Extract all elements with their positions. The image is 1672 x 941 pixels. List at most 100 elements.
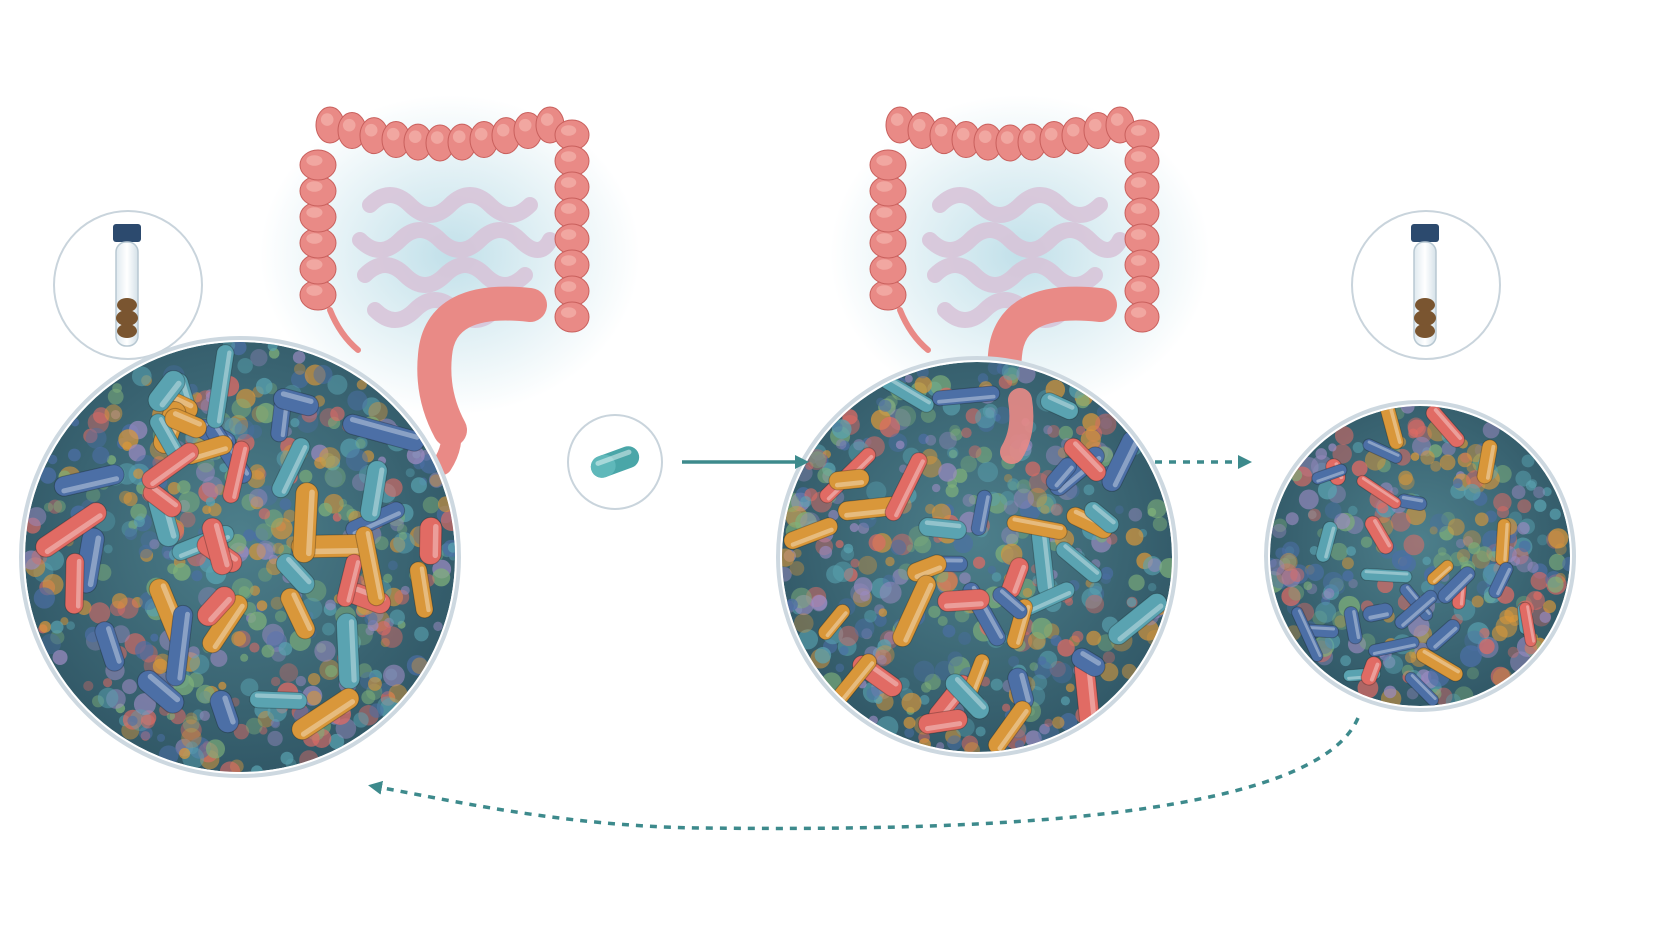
bacteria-cluster <box>290 418 300 428</box>
bacteria-cluster <box>839 440 850 451</box>
bacteria-cluster <box>1549 508 1561 520</box>
colon-segment-highlight <box>1130 177 1147 188</box>
bacteria-cluster <box>1285 512 1299 526</box>
colon-segment-highlight <box>1130 255 1147 266</box>
bacteria-cluster <box>1279 552 1298 571</box>
bacteria-cluster <box>1429 513 1449 533</box>
bacteria-cluster <box>188 736 211 759</box>
bacteria-cluster <box>1276 563 1298 585</box>
bacteria-cluster <box>1005 533 1019 546</box>
bacteria-cluster <box>1060 696 1071 706</box>
colon-icon <box>260 95 640 475</box>
rod-bacterium <box>1071 647 1106 677</box>
bacteria-cluster <box>196 462 215 482</box>
rod-bacterium <box>222 440 250 504</box>
bacteria-cluster <box>140 548 154 562</box>
bacteria-cluster <box>1159 558 1172 578</box>
colon-segment-highlight <box>1022 130 1036 144</box>
bacteria-cluster <box>1065 683 1075 693</box>
rod-bacterium <box>1360 656 1383 686</box>
bacteria-cluster <box>1051 662 1073 684</box>
rod-bacterium <box>249 690 308 710</box>
bacteria-cluster <box>440 509 455 531</box>
bacteria-cluster <box>1491 625 1508 642</box>
bacteria-cluster <box>1100 566 1114 580</box>
bacteria-cluster <box>947 651 963 667</box>
bacteria-cluster <box>172 563 191 581</box>
bacteria-cluster <box>118 490 133 504</box>
colon-segment-highlight <box>1130 125 1147 136</box>
bacteria-cluster <box>800 496 812 508</box>
bacteria-cluster <box>166 711 176 721</box>
bacteria-cluster <box>874 649 892 667</box>
colon-segment-highlight <box>306 181 323 192</box>
bacteria-cluster <box>270 676 281 687</box>
bacteria-cluster <box>1400 406 1415 414</box>
bacteria-cluster <box>250 496 264 510</box>
rod-bacterium <box>94 621 125 672</box>
bacteria-cluster <box>1039 723 1050 735</box>
bacteria-cluster <box>1102 651 1116 664</box>
bacteria-cluster <box>1447 518 1465 536</box>
bacteria-cluster <box>975 407 996 429</box>
bacteria-cluster <box>895 405 917 427</box>
bacteria-cluster <box>376 621 391 636</box>
bacteria-cluster <box>1057 639 1075 657</box>
colon-segment-highlight <box>1130 229 1147 240</box>
bacteria-cluster <box>179 511 196 528</box>
bacteria-cluster <box>338 498 348 508</box>
bacteria-cluster <box>1390 487 1399 496</box>
bacteria-cluster <box>835 540 844 549</box>
bacteria-cluster <box>1543 600 1557 614</box>
bacteria-cluster <box>1430 460 1442 472</box>
rod-bacterium <box>335 612 361 690</box>
colon-segment-highlight <box>306 233 323 244</box>
bacteria-cluster <box>939 431 957 450</box>
bacteria-cluster <box>868 534 886 552</box>
bacteria-cluster <box>928 605 941 618</box>
bacteria-cluster <box>1017 483 1028 494</box>
bacteria-cluster <box>1322 571 1344 593</box>
bacteria-cluster <box>187 646 200 659</box>
bacteria-cluster <box>86 487 101 503</box>
bacteria-cluster <box>914 376 932 394</box>
bacteria-cluster <box>1003 474 1013 483</box>
bacteria-cluster <box>325 665 338 678</box>
bacteria-cluster <box>838 625 859 647</box>
bacteria-cluster <box>231 577 254 600</box>
bacteria-cluster <box>255 402 277 424</box>
bacteria-cluster <box>987 362 1002 375</box>
bacteria-cluster <box>1147 499 1167 519</box>
bacteria-cluster <box>39 620 52 633</box>
bacteria-cluster <box>231 423 248 440</box>
bacteria-cluster <box>861 628 873 640</box>
bacteria-cluster <box>133 693 156 716</box>
bacteria-cluster <box>1517 499 1532 514</box>
bacteria-cluster <box>1125 527 1144 546</box>
bacteria-cluster <box>1463 536 1473 546</box>
bacteria-cluster <box>934 660 955 681</box>
bacteria-cluster <box>1390 511 1411 532</box>
bacteria-cluster <box>368 677 382 691</box>
bacteria-cluster <box>1001 362 1020 381</box>
bacteria-cluster <box>1036 496 1054 514</box>
bacteria-cluster <box>789 561 805 576</box>
bacteria-cluster <box>785 598 798 611</box>
bacteria-cluster <box>938 463 957 482</box>
bacteria-cluster <box>1459 645 1482 668</box>
bacteria-cluster <box>950 428 963 441</box>
bacteria-cluster <box>843 543 854 554</box>
bacteria-cluster <box>1360 536 1373 548</box>
bacteria-cluster <box>1100 573 1112 585</box>
bacteria-cluster <box>195 684 215 704</box>
bacteria-cluster <box>355 438 366 449</box>
bacteria-cluster <box>1471 595 1484 608</box>
colon-segment-highlight <box>560 255 577 266</box>
bacteria-cluster <box>879 399 892 412</box>
bacteria-cluster <box>231 398 252 419</box>
bacteria-cluster <box>996 362 1009 375</box>
bacteria-cluster <box>1075 394 1090 409</box>
bacteria-cluster <box>1324 502 1342 519</box>
